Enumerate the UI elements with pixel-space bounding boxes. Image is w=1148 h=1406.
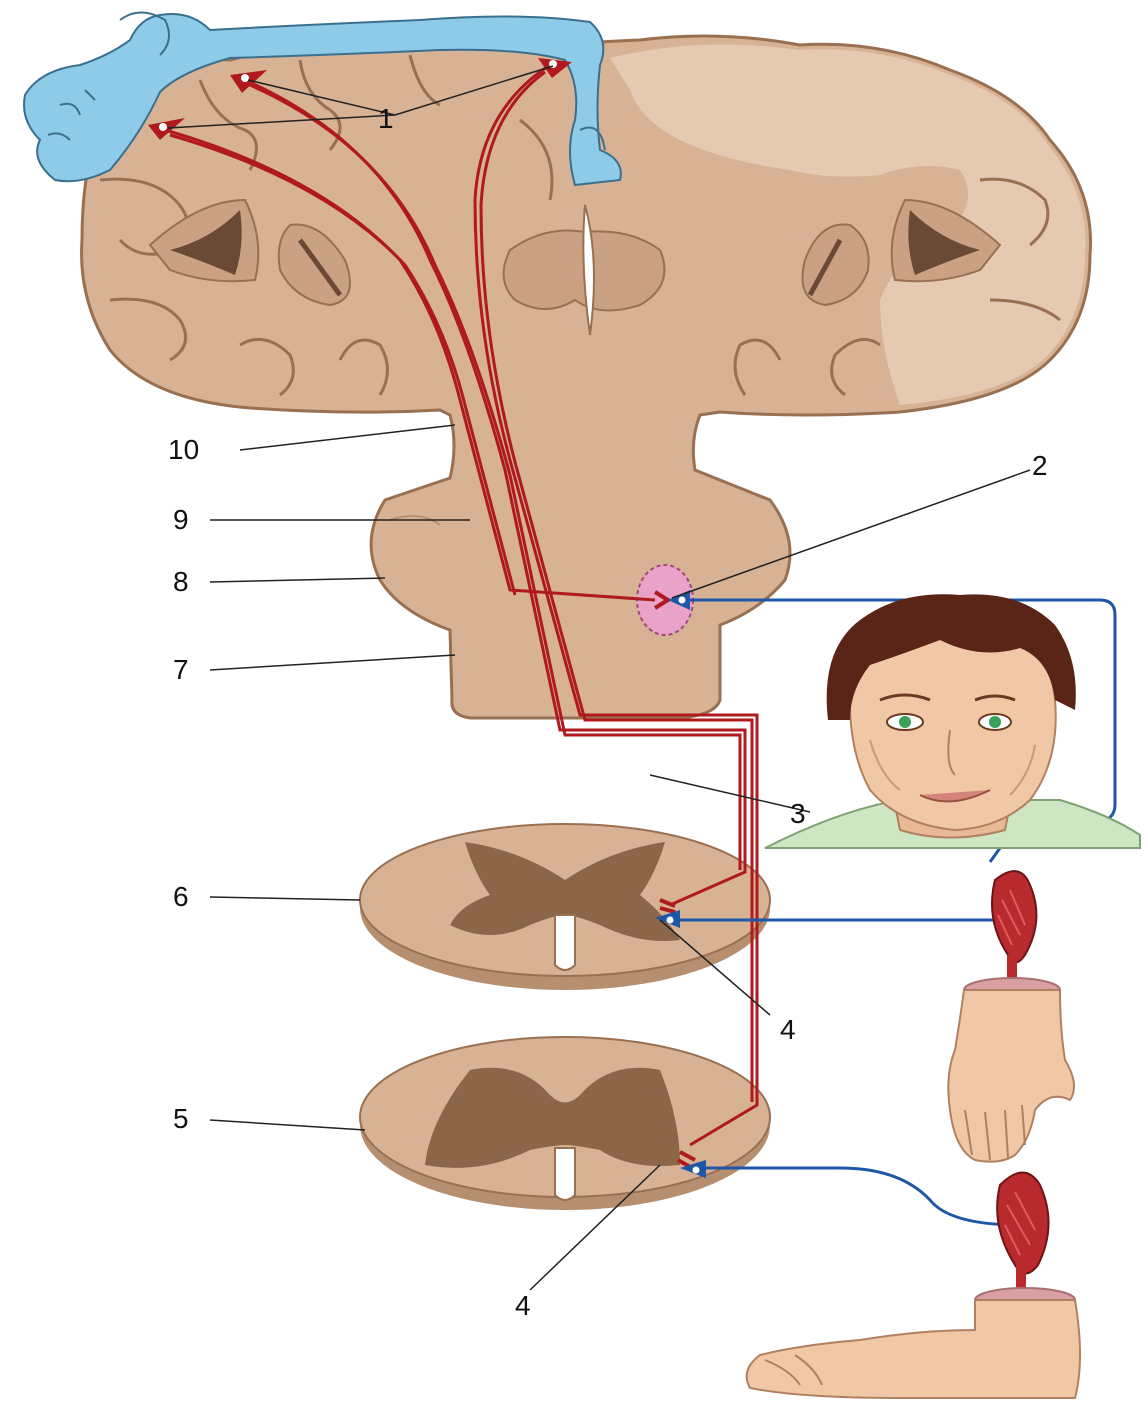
muscle-icon xyxy=(992,871,1036,990)
spinal-section-cervical xyxy=(360,824,770,990)
label-7: 7 xyxy=(173,656,189,684)
hand-icon xyxy=(948,978,1074,1162)
face-icon xyxy=(765,594,1140,848)
spinal-section-lumbar xyxy=(360,1037,770,1210)
label-10: 10 xyxy=(168,436,199,464)
label-8: 8 xyxy=(173,568,189,596)
label-1: 1 xyxy=(378,105,394,133)
label-4-lumbar: 4 xyxy=(515,1292,531,1320)
label-2: 2 xyxy=(1032,452,1048,480)
label-3: 3 xyxy=(790,800,806,828)
foot-icon xyxy=(747,1288,1080,1398)
label-6: 6 xyxy=(173,883,189,911)
muscle-icon-lower xyxy=(997,1173,1048,1301)
label-5: 5 xyxy=(173,1105,189,1133)
label-9: 9 xyxy=(173,506,189,534)
label-4-cervical: 4 xyxy=(780,1016,796,1044)
